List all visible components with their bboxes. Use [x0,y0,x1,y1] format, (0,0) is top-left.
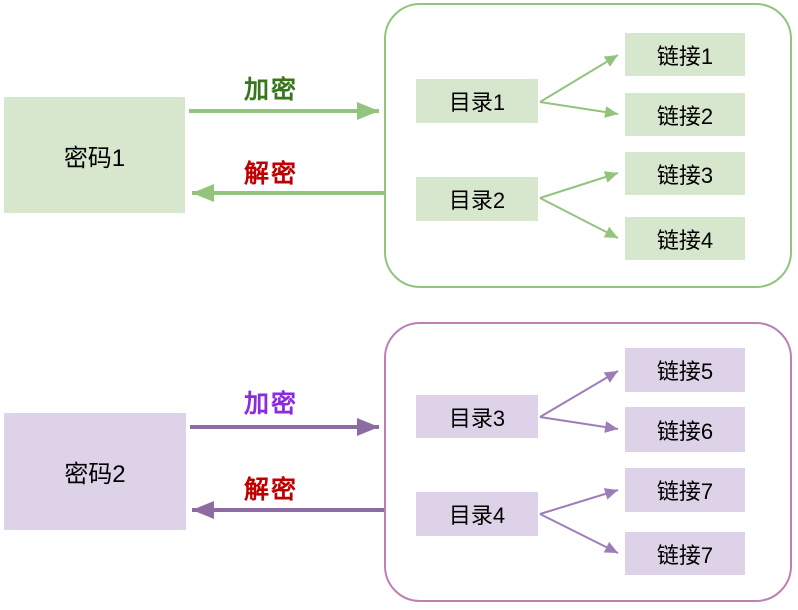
link-box-5: 链接5 [625,348,745,392]
password-box-1: 密码1 [4,97,185,213]
link-3-label: 链接3 [656,162,714,188]
password-2-label: 密码2 [64,461,126,488]
link-box-3: 链接3 [625,152,745,195]
directory-1-label: 目录1 [448,90,506,115]
directory-box-1: 目录1 [416,79,538,123]
link-6-label: 链接6 [656,418,714,444]
link-box-4: 链接4 [625,217,745,260]
directory-2-label: 目录2 [448,188,506,213]
link-box-7a: 链接7 [625,468,745,512]
decrypt-label-1: 解密 [243,160,298,188]
directory-4-label: 目录4 [448,503,506,528]
directory-3-label: 目录3 [448,405,506,431]
password-1-label: 密码1 [63,144,126,172]
link-1-label: 链接1 [656,43,714,69]
directory-box-3: 目录3 [416,395,538,438]
decrypt-label-2: 解密 [243,476,298,504]
password-box-2: 密码2 [4,413,186,530]
encrypt-label-1: 加密 [243,76,298,104]
link-box-1: 链接1 [625,33,745,76]
link-7a-label: 链接7 [656,479,714,504]
link-box-7b: 链接7 [625,532,745,575]
link-box-2: 链接2 [625,93,745,136]
directory-box-2: 目录2 [416,177,538,221]
link-box-6: 链接6 [625,407,745,452]
link-5-label: 链接5 [656,359,714,384]
link-2-label: 链接2 [656,103,714,129]
directory-box-4: 目录4 [416,492,538,536]
link-7b-label: 链接7 [656,542,714,568]
link-4-label: 链接4 [656,227,714,253]
encrypt-label-2: 加密 [243,390,298,418]
